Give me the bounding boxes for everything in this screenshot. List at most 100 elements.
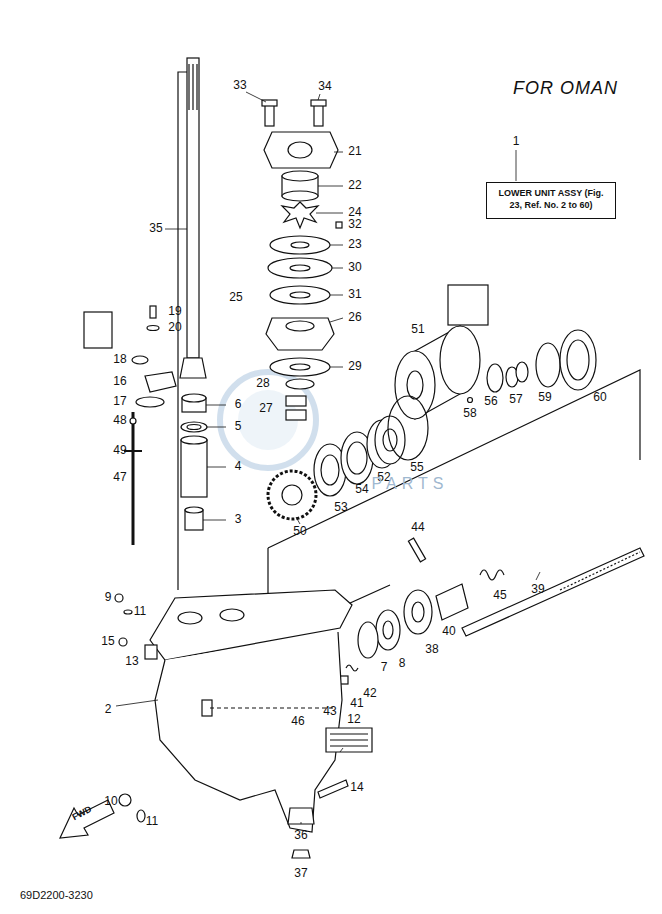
part-drawing (264, 132, 338, 168)
callout-number: 27 (259, 402, 272, 415)
part-drawing (318, 186, 343, 187)
part-drawing (137, 810, 145, 822)
watermark: PARTS (372, 475, 449, 493)
part-drawing (220, 609, 244, 621)
part-drawing (192, 64, 193, 110)
part-drawing (145, 372, 176, 392)
part-drawing (408, 538, 425, 562)
part-drawing (187, 425, 201, 430)
part-drawing (150, 306, 156, 318)
callout-number: 54 (355, 483, 368, 496)
part-drawing (480, 570, 504, 580)
callout-number: 48 (113, 414, 126, 427)
part-drawing (130, 418, 136, 424)
callout-number: 25 (229, 291, 242, 304)
part-drawing (290, 364, 310, 370)
callout-number: 60 (593, 391, 606, 404)
callout-number: 56 (484, 395, 497, 408)
assembly-box: LOWER UNIT ASSY (Fig. 23, Ref. No. 2 to … (486, 182, 616, 219)
part-drawing (347, 442, 367, 474)
part-drawing (84, 312, 112, 348)
part-drawing (124, 450, 142, 452)
callout-number: 15 (101, 635, 114, 648)
part-drawing (282, 202, 318, 228)
part-drawing (116, 700, 158, 706)
callout-number: 39 (531, 583, 544, 596)
part-drawing (115, 594, 123, 602)
part-drawing (516, 362, 528, 382)
part-drawing (536, 572, 540, 580)
callout-number: 18 (113, 353, 126, 366)
part-drawing (314, 104, 323, 126)
callout-number: 59 (538, 391, 551, 404)
part-drawing (220, 372, 316, 468)
part-drawing (178, 612, 202, 624)
callout-number: 58 (463, 407, 476, 420)
callout-number: 5 (235, 420, 242, 433)
part-drawing (346, 665, 358, 671)
part-drawing (187, 58, 199, 358)
callout-number: 44 (411, 521, 424, 534)
part-drawing (282, 191, 318, 201)
part-drawing (268, 471, 316, 519)
callout-number: 49 (113, 444, 126, 457)
part-drawing (330, 733, 368, 734)
part-drawing (266, 318, 334, 350)
callout-number: 22 (348, 179, 361, 192)
callout-number: 41 (350, 697, 363, 710)
callout-number: 38 (425, 643, 438, 656)
callout-number: 46 (291, 715, 304, 728)
part-drawing (220, 372, 316, 468)
part-drawing (181, 422, 207, 432)
part-drawing (119, 638, 127, 646)
callout-number: 40 (442, 625, 455, 638)
part-drawing (181, 436, 207, 444)
part-drawing (203, 520, 226, 521)
callout-number: 42 (363, 687, 376, 700)
part-drawing (119, 794, 131, 806)
part-drawing (132, 356, 148, 364)
assembly-label: LOWER UNIT ASSY (Fig. 23, Ref. No. 2 to … (492, 187, 610, 211)
callout-number: 23 (348, 238, 361, 251)
part-drawing (326, 728, 372, 752)
callout-number: 7 (381, 661, 388, 674)
part-drawing (132, 412, 135, 545)
part-drawing (181, 440, 207, 497)
part-drawing (124, 610, 132, 614)
callout-number: 36 (294, 829, 307, 842)
part-drawing (412, 602, 424, 622)
part-drawing (288, 808, 314, 824)
part-drawing (296, 517, 300, 524)
callout-number: 3 (235, 513, 242, 526)
part-drawing (246, 92, 266, 102)
part-drawing (210, 707, 335, 708)
part-drawing (282, 485, 302, 505)
part-drawing (404, 590, 432, 634)
part-drawing (270, 358, 330, 376)
part-drawing (207, 467, 226, 468)
part-drawing (536, 343, 560, 387)
callout-number: 13 (125, 655, 138, 668)
part-drawing (383, 621, 393, 639)
part-drawing (330, 318, 343, 322)
part-drawing (145, 645, 157, 659)
part-drawing (290, 292, 310, 298)
part-drawing (136, 397, 164, 407)
callout-number: 45 (493, 589, 506, 602)
part-drawing (116, 92, 540, 824)
part-drawing (316, 213, 343, 214)
part-drawing (330, 295, 343, 296)
part-drawing (318, 94, 320, 100)
part-drawing (282, 171, 318, 181)
part-drawing (332, 268, 343, 269)
part-drawing (358, 622, 378, 658)
part-drawing (270, 286, 330, 304)
callout-number: 9 (105, 591, 112, 604)
callout-number: 6 (235, 398, 242, 411)
callout-number: 47 (113, 471, 126, 484)
part-drawing (388, 396, 428, 460)
callout-number: 16 (113, 375, 126, 388)
part-drawing (334, 152, 343, 153)
